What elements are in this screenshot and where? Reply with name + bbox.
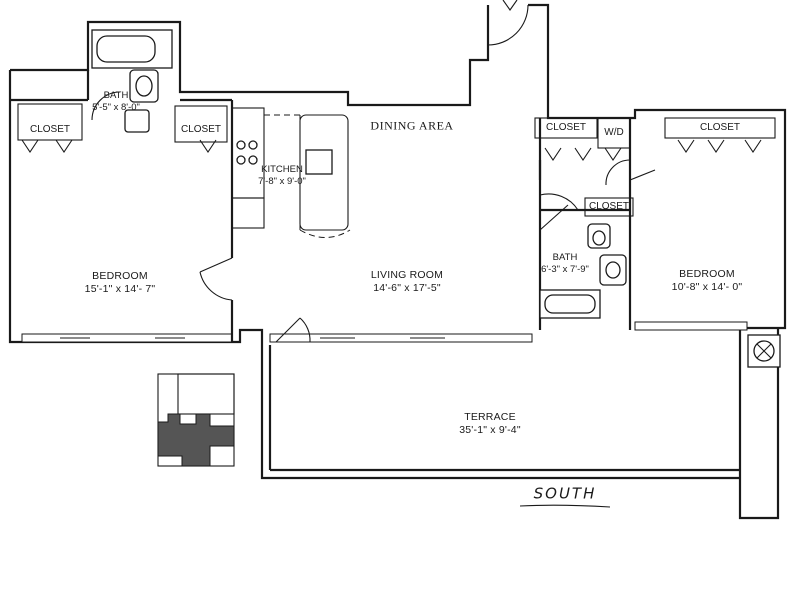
- bedroom-right-name: BEDROOM: [679, 267, 735, 280]
- closet-label-1: CLOSET: [29, 123, 71, 135]
- closet-label-3: CLOSET: [545, 121, 587, 133]
- kitchen-fixtures: [231, 107, 351, 238]
- key-plan: [157, 373, 235, 467]
- orientation-label: SOUTH: [533, 484, 597, 503]
- bath-top-fixtures: [91, 29, 173, 133]
- closet-label-5: CLOSET: [588, 200, 630, 212]
- closet-shapes: [17, 103, 776, 217]
- living-room-dims: 14'-6" x 17'-5": [373, 282, 441, 294]
- bedroom-left-door: [199, 257, 233, 301]
- kitchen-name: KITCHEN: [261, 164, 303, 176]
- bath-top-label: BATH 5'-5" x 8'-0": [92, 90, 140, 114]
- bath-right-fixtures: [539, 193, 627, 319]
- terrace-name: TERRACE: [464, 410, 516, 423]
- bedroom-left-label: BEDROOM 15'-1" x 14'- 7": [85, 270, 156, 296]
- terrace-dims: 35'-1" x 9'-4": [459, 424, 521, 436]
- terrace-door: [275, 317, 311, 343]
- bedroom-right-dims: 10'-8" x 14'- 0": [671, 281, 743, 293]
- bedroom-left-name: BEDROOM: [92, 269, 148, 282]
- south-mark: [519, 504, 611, 508]
- kitchen-label: KITCHEN 7'-8" x 9'-0": [258, 164, 306, 188]
- living-room-label: LIVING ROOM 14'-6" x 17'-5": [371, 269, 443, 295]
- bedroom-right-door: [605, 159, 656, 186]
- bath-right-name: BATH: [552, 252, 578, 264]
- bath-top-name: BATH: [103, 90, 129, 102]
- bath-top-dims: 5'-5" x 8'-0": [92, 102, 140, 113]
- washer-dryer-label: W/D: [604, 126, 624, 138]
- kitchen-dims: 7'-8" x 9'-0": [258, 176, 306, 187]
- dining-area-label: DINING AREA: [370, 118, 454, 133]
- bath-right-label: BATH 6'-3" x 7'-9": [541, 252, 589, 276]
- windows: [21, 321, 748, 343]
- terrace-label: TERRACE 35'-1" x 9'-4": [459, 411, 521, 437]
- bedroom-right-label: BEDROOM 10'-8" x 14'- 0": [672, 268, 743, 294]
- living-room-name: LIVING ROOM: [370, 268, 444, 281]
- exterior-walls: [8, 3, 787, 520]
- entry-door: [487, 0, 529, 60]
- closet-label-2: CLOSET: [180, 123, 222, 135]
- duct-symbol: [747, 334, 781, 368]
- bedroom-left-dims: 15'-1" x 14'- 7": [84, 283, 156, 295]
- bath-right-dims: 6'-3" x 7'-9": [541, 264, 589, 275]
- closet-label-4: CLOSET: [699, 121, 741, 133]
